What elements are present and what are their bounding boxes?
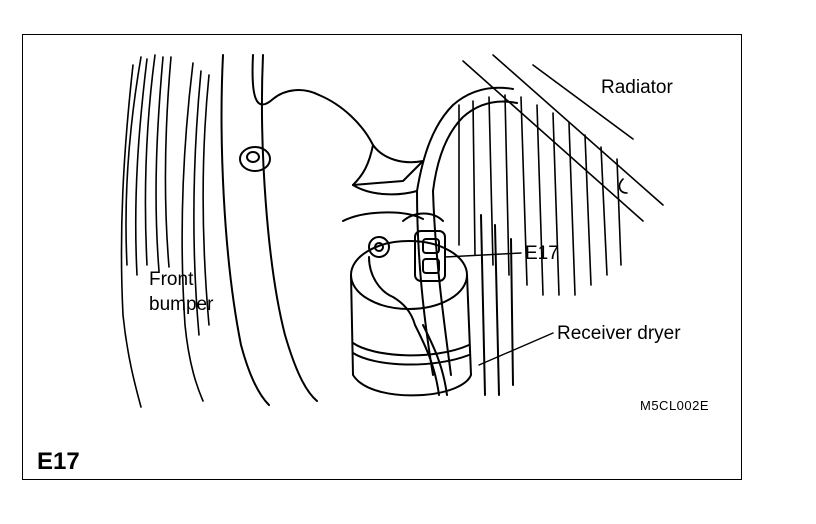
upper-bracket <box>318 94 424 196</box>
front-bumper-drawing <box>120 54 210 408</box>
radiator-label: Radiator <box>601 77 673 98</box>
panel-bolt <box>239 146 271 172</box>
figure-id: E17 <box>37 448 80 475</box>
figure-frame: Radiator E17 Front bumper Receiver dryer… <box>22 34 742 480</box>
fender-panel <box>220 54 320 406</box>
leader-lines <box>444 252 554 366</box>
front-bumper-label: Front bumper <box>149 269 214 315</box>
receiver-dryer-drawing <box>350 214 514 397</box>
e17-connector-drawing <box>342 211 448 396</box>
engine-bay-illustration <box>120 54 664 408</box>
e17-connector-label: E17 <box>525 243 559 264</box>
radiator-drawing <box>458 54 664 296</box>
figure-code: M5CL002E <box>640 398 710 413</box>
receiver-dryer-label: Receiver dryer <box>557 323 681 344</box>
